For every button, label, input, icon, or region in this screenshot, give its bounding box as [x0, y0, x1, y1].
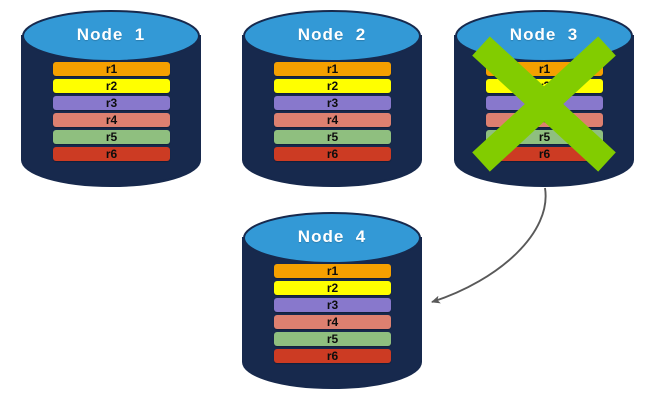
- row-bar[interactable]: r3: [486, 96, 603, 110]
- row-bar[interactable]: r3: [53, 96, 170, 110]
- row-list: r1 r2 r3 r4 r5 r6: [53, 62, 170, 161]
- row-bar[interactable]: r2: [274, 281, 391, 295]
- row-list: r1 r2 r3 r4 r5 r6: [274, 62, 391, 161]
- row-bar[interactable]: r6: [53, 147, 170, 161]
- row-label: r6: [538, 147, 551, 161]
- row-bar[interactable]: r4: [274, 113, 391, 127]
- row-bar[interactable]: r6: [486, 147, 603, 161]
- row-label: r1: [326, 62, 339, 76]
- row-label: r2: [326, 79, 339, 93]
- row-bar[interactable]: r6: [274, 147, 391, 161]
- cylinder-top-ellipse: [243, 212, 421, 264]
- row-label: r4: [105, 113, 118, 127]
- row-bar[interactable]: r2: [486, 79, 603, 93]
- cylinder-top-ellipse: [22, 10, 200, 62]
- row-label: r1: [326, 264, 339, 278]
- row-label: r2: [538, 79, 551, 93]
- row-label: r3: [326, 298, 339, 312]
- row-label: r5: [538, 130, 551, 144]
- row-bar[interactable]: r1: [274, 62, 391, 76]
- row-label: r1: [105, 62, 118, 76]
- cylinder-top-ellipse: [455, 10, 633, 62]
- row-bar[interactable]: r2: [274, 79, 391, 93]
- row-label: r6: [326, 349, 339, 363]
- row-label: r3: [538, 96, 551, 110]
- row-list: r1 r2 r3 r4 r5 r6: [274, 264, 391, 363]
- row-bar[interactable]: r4: [53, 113, 170, 127]
- row-label: r4: [538, 113, 551, 127]
- row-label: r5: [326, 130, 339, 144]
- row-bar[interactable]: r4: [274, 315, 391, 329]
- row-label: r2: [105, 79, 118, 93]
- row-bar[interactable]: r5: [486, 130, 603, 144]
- row-bar[interactable]: r5: [274, 130, 391, 144]
- row-label: r3: [105, 96, 118, 110]
- row-label: r3: [326, 96, 339, 110]
- row-bar[interactable]: r4: [486, 113, 603, 127]
- row-bar[interactable]: r2: [53, 79, 170, 93]
- row-label: r1: [538, 62, 551, 76]
- cylinder-top-ellipse: [243, 10, 421, 62]
- row-label: r5: [105, 130, 118, 144]
- row-bar[interactable]: r3: [274, 298, 391, 312]
- row-bar[interactable]: r1: [486, 62, 603, 76]
- row-label: r4: [326, 315, 339, 329]
- row-label: r5: [326, 332, 339, 346]
- failover-arrow: [431, 187, 547, 304]
- row-bar[interactable]: r5: [53, 130, 170, 144]
- row-bar[interactable]: r1: [274, 264, 391, 278]
- row-label: r2: [326, 281, 339, 295]
- row-label: r6: [105, 147, 118, 161]
- row-bar[interactable]: r1: [53, 62, 170, 76]
- row-label: r4: [326, 113, 339, 127]
- row-label: r6: [326, 147, 339, 161]
- row-list: r1 r2 r3 r4 r5 r6: [486, 62, 603, 161]
- row-bar[interactable]: r6: [274, 349, 391, 363]
- row-bar[interactable]: r5: [274, 332, 391, 346]
- row-bar[interactable]: r3: [274, 96, 391, 110]
